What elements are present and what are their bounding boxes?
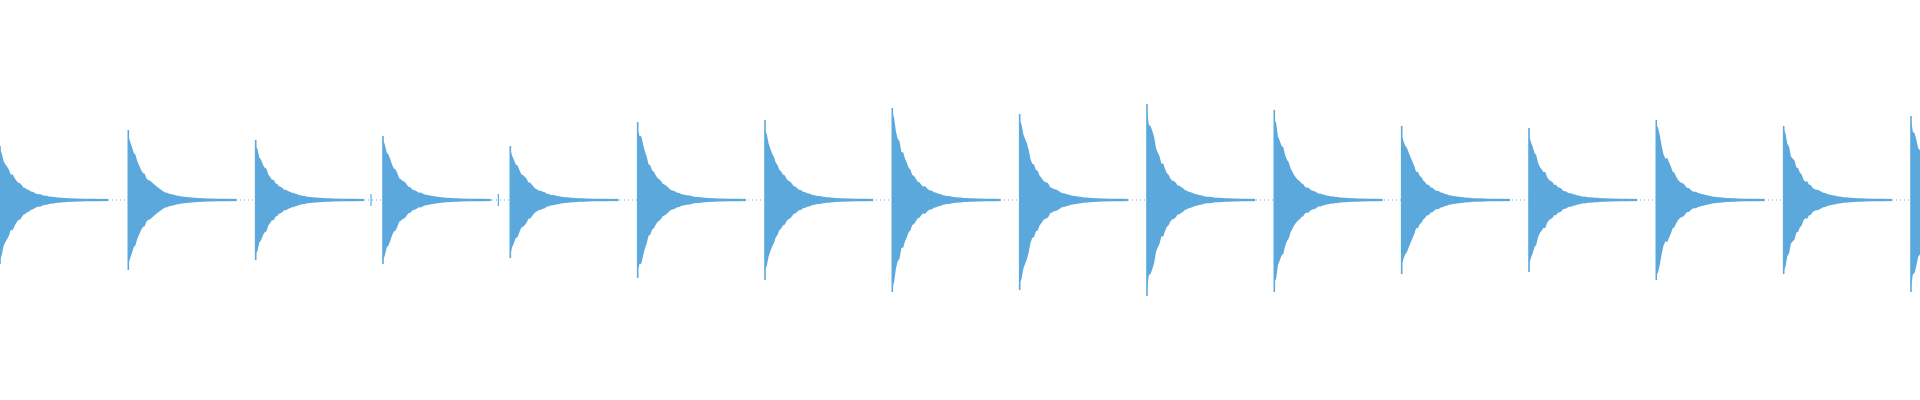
waveform-transient	[383, 139, 492, 261]
waveform-transients	[0, 104, 1920, 296]
waveform-transient	[1401, 134, 1510, 266]
waveform-transient	[128, 136, 237, 264]
waveform-transient	[892, 111, 1001, 289]
waveform-transient	[0, 149, 109, 261]
waveform-transient	[765, 129, 874, 271]
waveform-transient	[637, 128, 746, 272]
waveform-transient	[1911, 119, 1920, 289]
waveform-transient	[1274, 119, 1383, 282]
waveform-transient	[510, 148, 619, 255]
waveform-transient	[1783, 128, 1892, 272]
waveform-transient	[1147, 110, 1256, 290]
waveform-transient	[1019, 119, 1128, 285]
waveform-transient	[255, 145, 364, 255]
waveform-transient	[1656, 125, 1765, 275]
waveform-transient	[1529, 135, 1638, 265]
